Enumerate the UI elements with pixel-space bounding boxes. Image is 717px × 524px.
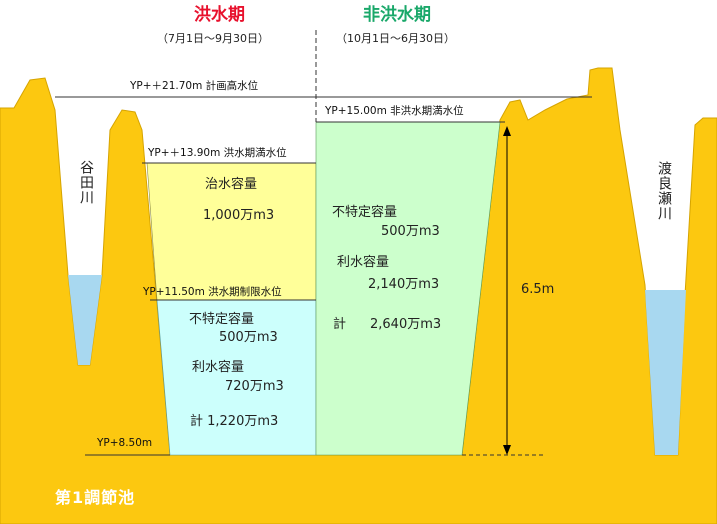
flood-full-label: YP+＋13.90m 洪水期満水位 [148,147,287,159]
bottom-level-label: YP+8.50m [97,437,153,449]
non-flood-total-value: 2,640万m3 [370,317,442,332]
depth-arrow-top [503,126,511,136]
pool-name: 第1調節池 [55,488,136,507]
non-flood-period-dates: （10月1日～6月30日） [336,32,455,45]
flood-period-dates: （7月1日～9月30日） [157,32,269,45]
depth-arrow-bottom [503,445,511,455]
flood-water-use-value: 720万m3 [225,379,284,394]
non-flood-period-title: 非洪水期 [363,5,431,25]
flood-period-title: 洪水期 [194,5,245,25]
flood-capacity-label: 治水容量 [205,177,258,192]
non-flood-water-use-label: 利水容量 [337,255,390,270]
non-flood-unspecified-value: 500万m3 [381,224,440,239]
left-river-water [68,275,102,365]
right-river-water [645,290,686,455]
flood-unspecified-value: 500万m3 [219,330,278,345]
non-flood-total-label: 計 [333,317,347,332]
right-river-label: 渡良瀬川 [656,161,672,221]
flood-water-use-label: 利水容量 [192,360,245,375]
depth-label: 6.5m [521,282,555,297]
non-flood-water-use-value: 2,140万m3 [368,277,440,292]
non-flood-full-label: YP+15.00m 非洪水期満水位 [325,105,464,117]
left-river-label: 谷田川 [78,160,94,205]
plan-high-water-label: YP+＋21.70m 計画高水位 [130,80,259,92]
flood-total: 計 1,220万m3 [190,414,279,429]
non-flood-unspecified-label: 不特定容量 [332,205,398,220]
flood-limit-label: YP+11.50m 洪水期制限水位 [143,286,282,298]
flood-capacity-value: 1,000万m3 [203,208,275,223]
flood-unspecified-label: 不特定容量 [189,312,255,327]
